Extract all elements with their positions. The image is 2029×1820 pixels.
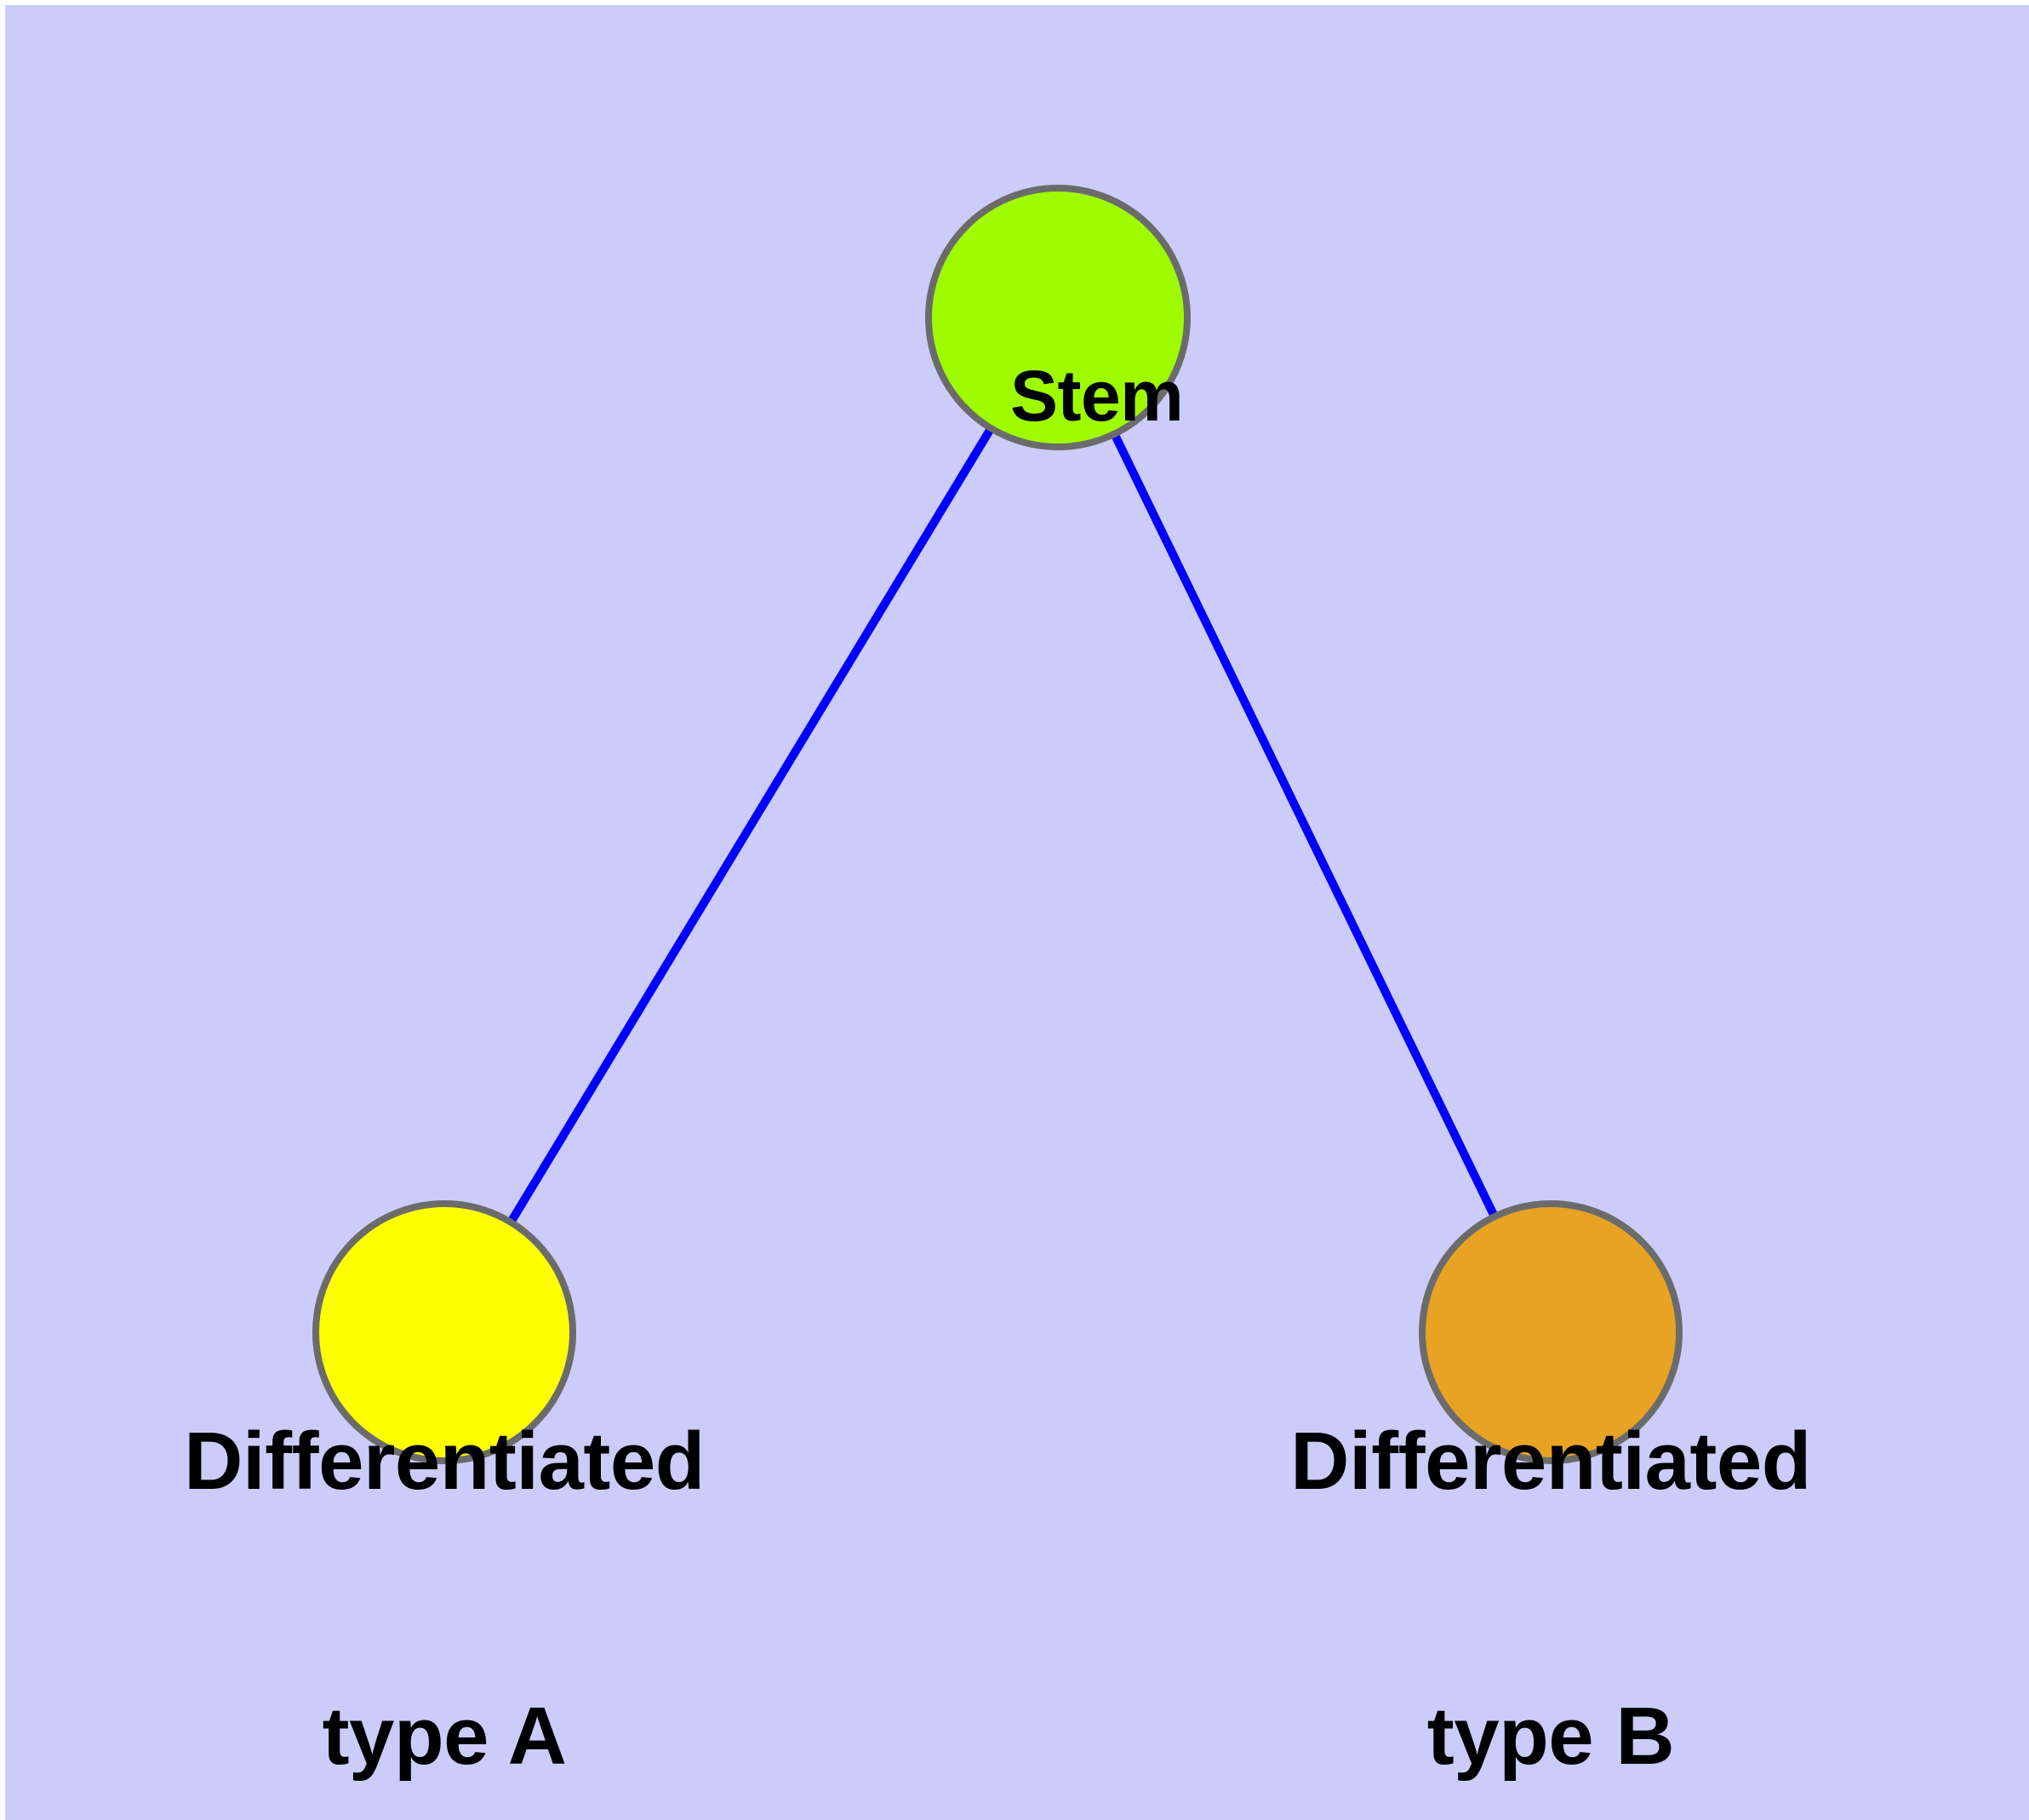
node-differentiated-type-b[interactable]	[1419, 1200, 1683, 1464]
edge-layer	[440, 315, 1555, 1335]
edge-stem-to-diff-a	[440, 315, 1062, 1335]
node-differentiated-type-a[interactable]	[312, 1200, 576, 1464]
node-layer	[312, 185, 1683, 1464]
edge-stem-to-diff-b	[1054, 315, 1555, 1335]
node-stem[interactable]	[925, 185, 1191, 450]
